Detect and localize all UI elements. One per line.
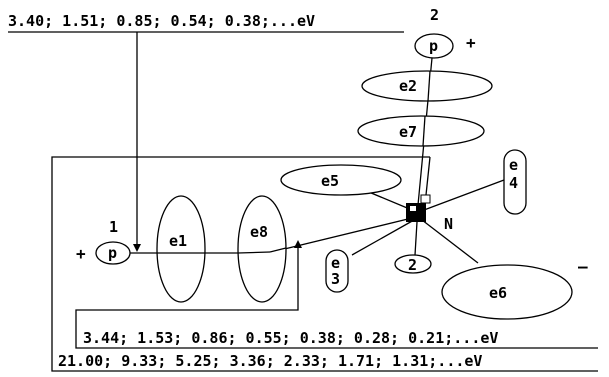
nucleus-icon [406, 194, 431, 222]
minus-sign: – [578, 257, 588, 276]
nucleus-label: N [444, 215, 453, 233]
bond-to-e4 [423, 179, 505, 211]
bond-to-two [414, 221, 418, 256]
proton-1-symbol: p [108, 244, 117, 262]
proton-2-bond-through-e2 [427, 70, 431, 102]
electron-e2 [361, 70, 493, 102]
electron-e8 [237, 195, 287, 303]
electron-e7-label: e7 [399, 123, 417, 141]
top-energy-series: 3.40; 1.51; 0.85; 0.54; 0.38;...eV [8, 12, 315, 30]
outer-loop-to-nucleus [425, 156, 431, 196]
arrow-into-proton-1 [133, 244, 141, 252]
electron-e6-label: e6 [489, 284, 507, 302]
electron-pair-2-label: 2 [408, 256, 417, 274]
electron-e5-label: e5 [321, 172, 339, 190]
proton-1-index: 1 [109, 218, 118, 236]
middle-energy-series: 3.44; 1.53; 0.86; 0.55; 0.38; 0.28; 0.21… [83, 329, 498, 347]
electron-e3 [325, 249, 349, 293]
proton-2-index: 2 [430, 6, 439, 24]
proton-2 [414, 33, 454, 59]
proton-1-bond-to-nucleus [267, 217, 413, 254]
electron-e5 [280, 164, 402, 196]
electron-e7 [357, 115, 485, 147]
inner-loop-line [75, 246, 598, 349]
proton-2-bond-through-e7 [422, 115, 426, 147]
bottom-energy-series: 21.00; 9.33; 5.25; 3.36; 2.33; 1.71; 1.3… [58, 352, 482, 370]
electron-e6 [441, 264, 573, 320]
electron-e1-label: e1 [169, 232, 187, 250]
proton-2-charge: + [466, 33, 476, 52]
outer-loop-line [51, 156, 598, 372]
proton-1-bond-through-e8 [237, 251, 271, 254]
electron-e1 [156, 195, 206, 303]
electron-e2-label: e2 [399, 77, 417, 95]
bond-to-e6 [421, 219, 479, 264]
proton-1-bond-exit-e8 [269, 247, 287, 253]
bond-to-e3 [351, 219, 415, 256]
electron-pair-2 [394, 254, 432, 274]
proton-2-symbol: p [429, 37, 438, 55]
proton-1-charge: + [76, 244, 86, 263]
electron-e4 [503, 149, 527, 215]
electron-e8-label: e8 [250, 223, 268, 241]
